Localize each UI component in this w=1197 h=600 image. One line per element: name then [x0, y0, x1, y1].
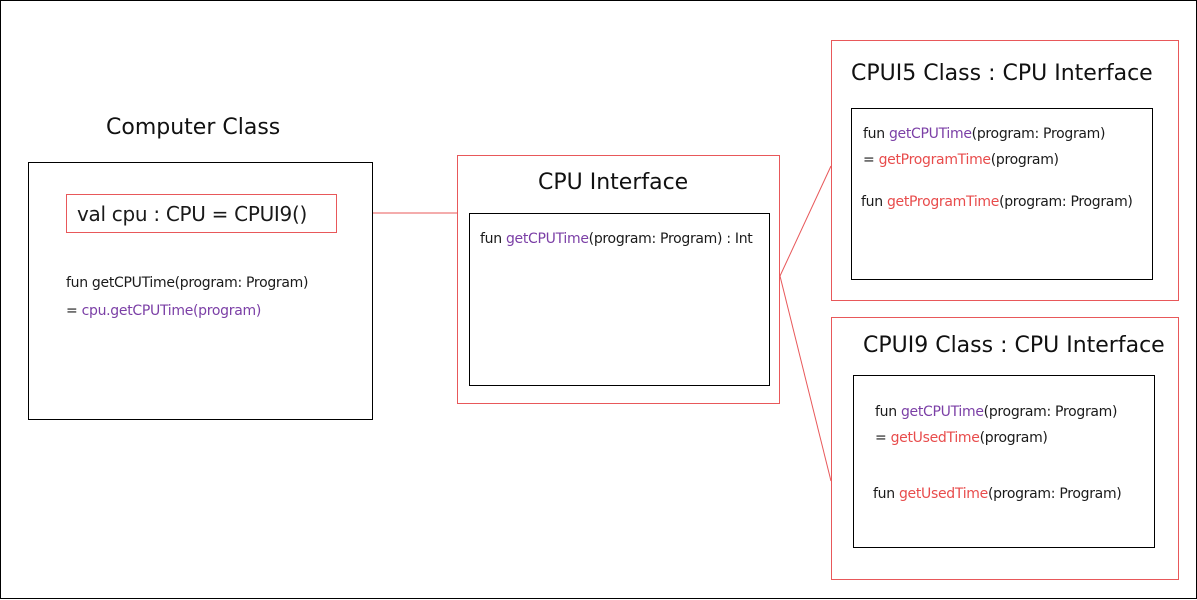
- computer-method-body: = cpu.getCPUTime(program): [66, 303, 261, 319]
- cpui9-class-title: CPUI9 Class : CPU Interface: [863, 333, 1165, 358]
- cpu-interface-signature: fun getCPUTime(program: Program) : Int: [480, 231, 753, 247]
- called-method: getProgramTime: [878, 152, 991, 168]
- cpu-interface-outer: CPU Interface fun getCPUTime(program: Pr…: [457, 155, 780, 404]
- cpui5-method2-signature: fun getProgramTime(program: Program): [861, 194, 1133, 210]
- keyword: fun: [861, 194, 887, 210]
- args: (program): [990, 152, 1059, 168]
- sig-keyword: fun: [480, 231, 506, 247]
- cpui9-class-inner: fun getCPUTime(program: Program) = getUs…: [853, 375, 1155, 548]
- cpui9-method2-signature: fun getUsedTime(program: Program): [873, 486, 1122, 502]
- computer-class-box: val cpu : CPU = CPUI9() fun getCPUTime(p…: [28, 162, 373, 420]
- cpu-interface-title: CPU Interface: [538, 170, 689, 195]
- cpui5-method1-body: = getProgramTime(program): [863, 152, 1059, 168]
- cpui9-method1-signature: fun getCPUTime(program: Program): [875, 404, 1117, 420]
- method-name: getCPUTime: [888, 126, 972, 142]
- computer-method-call: cpu.getCPUTime(program): [81, 303, 262, 319]
- params: (program: Program): [999, 194, 1133, 210]
- cpui5-class-outer: CPUI5 Class : CPU Interface fun getCPUTi…: [831, 40, 1179, 301]
- method-name: getCPUTime: [900, 404, 984, 420]
- cpui5-class-title: CPUI5 Class : CPU Interface: [851, 61, 1153, 86]
- cpu-field-box: val cpu : CPU = CPUI9(): [66, 194, 337, 233]
- equals: =: [875, 430, 891, 446]
- cpui9-class-outer: CPUI9 Class : CPU Interface fun getCPUTi…: [831, 317, 1179, 580]
- called-method: getUsedTime: [890, 430, 980, 446]
- method-name: getUsedTime: [898, 486, 988, 502]
- keyword: fun: [873, 486, 899, 502]
- cpui5-method1-signature: fun getCPUTime(program: Program): [863, 126, 1105, 142]
- computer-method-signature: fun getCPUTime(program: Program): [66, 275, 309, 291]
- computer-method-equals: =: [66, 303, 82, 319]
- keyword: fun: [875, 404, 901, 420]
- connector-interface-to-cpui5: [779, 165, 832, 277]
- sig-params: (program: Program) : Int: [588, 231, 753, 247]
- keyword: fun: [863, 126, 889, 142]
- cpu-interface-inner: fun getCPUTime(program: Program) : Int: [469, 213, 770, 386]
- cpu-field-declaration: val cpu : CPU = CPUI9(): [77, 201, 307, 226]
- cpui9-method1-body: = getUsedTime(program): [875, 430, 1048, 446]
- method-name: getProgramTime: [886, 194, 1000, 210]
- connector-interface-to-cpui9: [779, 275, 832, 482]
- params: (program: Program): [987, 486, 1122, 502]
- args: (program): [979, 430, 1048, 446]
- sig-method-name: getCPUTime: [505, 231, 589, 247]
- computer-class-title: Computer Class: [106, 115, 281, 140]
- cpui5-class-inner: fun getCPUTime(program: Program) = getPr…: [851, 108, 1153, 280]
- equals: =: [863, 152, 879, 168]
- params: (program: Program): [983, 404, 1118, 420]
- params: (program: Program): [971, 126, 1106, 142]
